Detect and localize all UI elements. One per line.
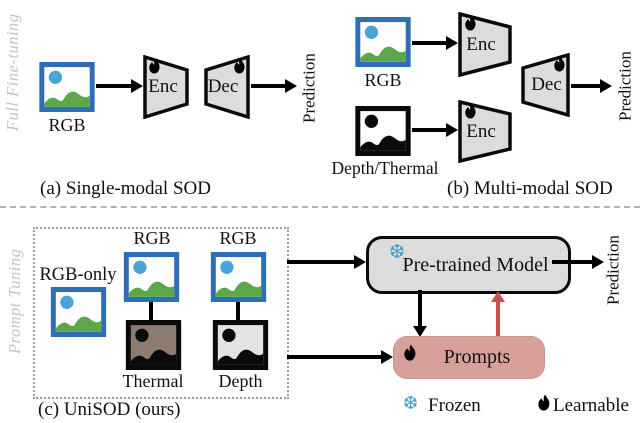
legend-learnable-label: Learnable bbox=[553, 395, 629, 416]
rgb-image-icon bbox=[50, 287, 107, 337]
caption-b: (b) Multi-modal SOD bbox=[447, 178, 613, 199]
snowflake-icon: ❆ bbox=[403, 393, 419, 414]
depth-image-icon bbox=[212, 320, 269, 370]
prompts-label: Prompts bbox=[443, 346, 511, 368]
unisod-inputs-box bbox=[33, 227, 289, 399]
rgb-label: RGB bbox=[364, 70, 402, 90]
decoder-block: Dec bbox=[204, 55, 250, 119]
arrow-dec-to-prediction bbox=[251, 79, 297, 93]
depth-thermal-label: Depth/Thermal bbox=[331, 158, 439, 178]
rgb-label: RGB bbox=[48, 115, 86, 135]
depth-label: Depth bbox=[218, 371, 263, 391]
snowflake-icon: ❆ bbox=[389, 241, 405, 263]
rgb-label: RGB bbox=[133, 228, 171, 248]
encoder-label: Enc bbox=[466, 120, 496, 142]
prompts-block: Prompts bbox=[393, 336, 545, 379]
pretrained-model-block: ❆ Pre-trained Model bbox=[366, 236, 571, 294]
encoder-label: Enc bbox=[466, 33, 496, 55]
thermal-label: Thermal bbox=[122, 371, 184, 391]
caption-c: (c) UniSOD (ours) bbox=[38, 399, 181, 420]
decoder-label: Dec bbox=[207, 76, 239, 97]
thermal-image-icon bbox=[125, 320, 182, 370]
rgb-image-icon bbox=[123, 252, 180, 302]
depth-thermal-image-icon bbox=[355, 106, 411, 156]
decoder-label: Dec bbox=[531, 74, 562, 95]
encoder-block: Enc bbox=[458, 12, 512, 77]
arrow-pretrained-to-prompts bbox=[413, 290, 427, 337]
rgb-depth-connector bbox=[236, 300, 240, 322]
arrow-rgb-to-enc bbox=[96, 79, 143, 93]
rgb-only-label: RGB-only bbox=[39, 265, 117, 285]
decoder-block: Dec bbox=[521, 53, 570, 117]
arrow-inputs-to-pretrained bbox=[287, 255, 366, 269]
section-a-side-label: Full Fine-tuning bbox=[2, 13, 22, 131]
rgb-image-icon bbox=[210, 252, 267, 302]
prediction-label: Prediction bbox=[299, 53, 319, 123]
encoder-label: Enc bbox=[148, 76, 178, 97]
flame-icon bbox=[403, 344, 417, 362]
caption-a: (a) Single-modal SOD bbox=[40, 178, 211, 199]
encoder-block: Enc bbox=[143, 55, 189, 119]
rgb-image-icon bbox=[355, 17, 411, 67]
section-divider bbox=[0, 206, 640, 208]
arrow-prompts-to-pretrained bbox=[491, 291, 505, 337]
rgb-thermal-connector bbox=[149, 300, 153, 322]
arrow-inputs-to-prompts bbox=[287, 350, 393, 364]
section-c-side-label: Prompt Tuning bbox=[4, 248, 24, 354]
prediction-label: Prediction bbox=[615, 51, 635, 121]
arrow-depth-thermal-to-enc bbox=[412, 123, 458, 137]
prediction-label: Prediction bbox=[603, 235, 623, 305]
pretrained-model-label: Pre-trained Model bbox=[402, 253, 549, 276]
arrow-pretrained-to-prediction bbox=[552, 255, 604, 269]
arrow-rgb-to-enc bbox=[412, 36, 458, 50]
encoder-block: Enc bbox=[458, 100, 512, 163]
flame-icon bbox=[537, 394, 551, 412]
arrow-dec-to-prediction bbox=[571, 79, 612, 93]
rgb-label: RGB bbox=[219, 228, 257, 248]
rgb-image-icon bbox=[39, 62, 95, 112]
legend-frozen-label: Frozen bbox=[428, 395, 481, 416]
